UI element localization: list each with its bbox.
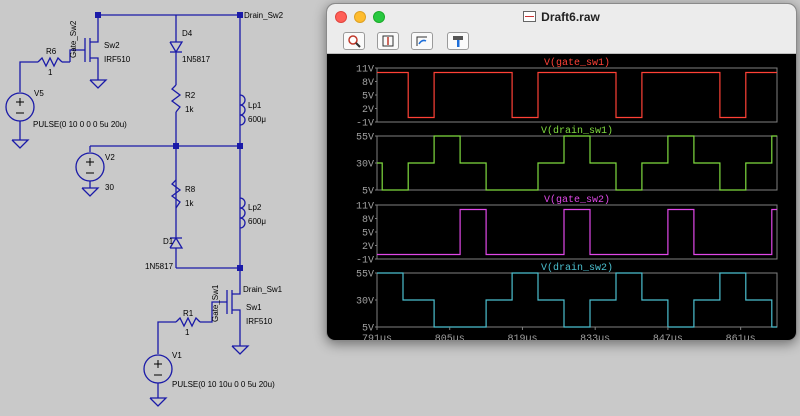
window-titlebar[interactable]: Draft6.raw [327, 4, 796, 29]
v1-label: V1 [172, 351, 182, 360]
y-tick-label: 55V [356, 270, 374, 281]
r2-value: 1k [185, 105, 194, 114]
trace-line [377, 71, 777, 119]
r2-label: R2 [185, 91, 196, 100]
y-tick-label: 5V [362, 324, 374, 335]
d1-model: 1N5817 [145, 262, 174, 271]
plot-pane-4[interactable]: V(drain_sw2) 55V 30V 5V [356, 262, 778, 335]
sw2-label: Sw2 [104, 41, 120, 50]
undo-zoom-icon [416, 36, 427, 46]
zoom-back-button[interactable] [411, 32, 433, 50]
autorange-button[interactable] [377, 32, 399, 50]
pan-button[interactable] [447, 32, 469, 50]
trace-name-label[interactable]: V(drain_sw2) [541, 262, 613, 274]
plot-pane-1[interactable]: V(gate_sw1) 11V 8V 5V 2V -1V [356, 57, 778, 130]
y-tick-label: -1V [356, 119, 374, 130]
net-label-gate-sw2: Gate_Sw2 [69, 20, 78, 58]
x-tick-label: 791µs [362, 334, 392, 341]
waveform-plot-area[interactable]: V(gate_sw1) 11V 8V 5V 2V -1V V(drain_sw1) 55V 30… [327, 54, 797, 341]
y-tick-label: 5V [362, 229, 374, 240]
x-tick-label: 861µs [726, 334, 756, 341]
trace-line [377, 135, 777, 191]
waveform-file-icon [523, 11, 537, 22]
plot-toolbar [327, 29, 796, 54]
minimize-window-button[interactable] [354, 11, 366, 23]
trace-line [377, 272, 777, 328]
d4-model: 1N5817 [182, 55, 211, 64]
pane-frame [376, 67, 778, 123]
trace-line [377, 208, 777, 256]
y-tick-label: 2V [362, 242, 374, 253]
sw1-model: IRF510 [246, 317, 273, 326]
sw2-model: IRF510 [104, 55, 131, 64]
v1-value: PULSE(0 10 10u 0 0 5u 20u) [172, 380, 275, 389]
x-tick-label: 805µs [435, 334, 465, 341]
lp1-value: 600μ [248, 115, 266, 124]
close-window-button[interactable] [335, 11, 347, 23]
v2-value: 30 [105, 183, 114, 192]
v5-value: PULSE(0 10 0 0 0 5u 20u) [33, 120, 127, 129]
sw1-label: Sw1 [246, 303, 262, 312]
d4-label: D4 [182, 29, 193, 38]
r6-value: 1 [48, 68, 53, 77]
ltspice-schematic[interactable]: Drain_Sw2 Gate_Sw2 R6 1 Sw2 IRF510 V5 PU… [0, 0, 330, 416]
r1-label: R1 [183, 309, 194, 318]
x-tick-label: 833µs [580, 334, 610, 341]
y-tick-label: 8V [362, 215, 374, 226]
d1-label: D1 [163, 237, 174, 246]
r8-value: 1k [185, 199, 194, 208]
y-tick-label: 11V [356, 202, 374, 213]
lp2-label: Lp2 [248, 203, 262, 212]
r1-value: 1 [185, 328, 190, 337]
lp2-value: 600μ [248, 217, 266, 226]
y-tick-label: 8V [362, 78, 374, 89]
window-title: Draft6.raw [523, 10, 600, 24]
y-tick-label: 2V [362, 105, 374, 116]
y-tick-label: 30V [356, 160, 374, 171]
x-tick-label: 847µs [653, 334, 683, 341]
window-title-text: Draft6.raw [541, 9, 600, 24]
fit-axes-icon [382, 35, 394, 47]
lp1-label: Lp1 [248, 101, 262, 110]
v5-label: V5 [34, 89, 44, 98]
v2-label: V2 [105, 153, 115, 162]
x-tick-label: 819µs [507, 334, 537, 341]
zoom-area-button[interactable] [343, 32, 365, 50]
y-tick-label: 5V [362, 187, 374, 198]
y-tick-label: 5V [362, 92, 374, 103]
net-label-gate-sw1: Gate_Sw1 [211, 284, 220, 322]
trace-name-label[interactable]: V(gate_sw2) [544, 194, 610, 206]
y-tick-label: 11V [356, 65, 374, 76]
waveform-viewer-window[interactable]: Draft6.raw V(gat [326, 3, 797, 341]
trace-name-label[interactable]: V(gate_sw1) [544, 57, 610, 69]
plot-pane-2[interactable]: V(drain_sw1) 55V 30V 5V [356, 125, 778, 198]
net-label-drain-sw2: Drain_Sw2 [244, 11, 284, 20]
y-tick-label: -1V [356, 256, 374, 267]
magnifier-icon [348, 35, 361, 48]
r6-label: R6 [46, 47, 57, 56]
pane-frame [376, 204, 778, 260]
r8-label: R8 [185, 185, 196, 194]
plot-pane-3[interactable]: V(gate_sw2) 11V 8V 5V 2V -1V [356, 194, 778, 267]
net-label-drain-sw1: Drain_Sw1 [243, 285, 283, 294]
zoom-window-button[interactable] [373, 11, 385, 23]
hammer-icon [453, 36, 463, 47]
y-tick-label: 55V [356, 133, 374, 144]
trace-name-label[interactable]: V(drain_sw1) [541, 125, 613, 137]
y-tick-label: 30V [356, 297, 374, 308]
